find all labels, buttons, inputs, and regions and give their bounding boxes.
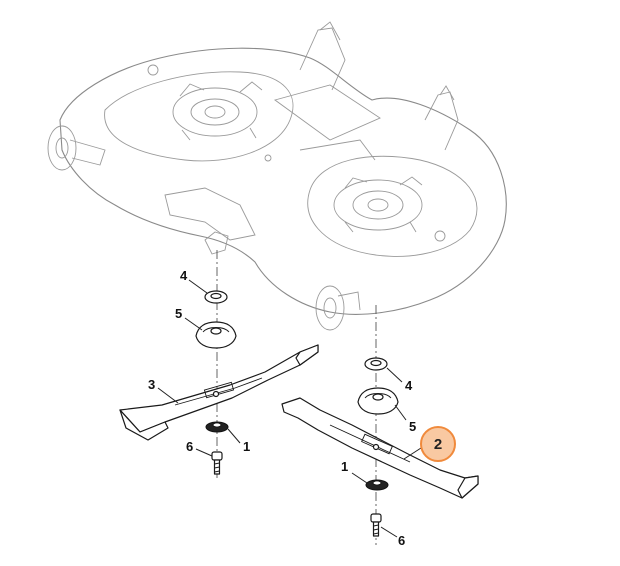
- callout-5-left: 5: [175, 306, 182, 321]
- bolt-left: [211, 451, 223, 475]
- highlighted-callout-2[interactable]: 2: [420, 426, 456, 462]
- highlight-circle[interactable]: [420, 426, 456, 462]
- cup-washer-left: [205, 421, 229, 433]
- callout-3: 3: [148, 377, 155, 392]
- washer-left: [204, 290, 228, 304]
- cup-washer-right: [365, 479, 389, 491]
- callout-6-left: 6: [186, 439, 193, 454]
- blade-left: [119, 344, 319, 441]
- mower-deck: [47, 21, 507, 331]
- callout-6-right: 6: [398, 533, 405, 548]
- callout-1-right: 1: [341, 459, 348, 474]
- leader-lines: [157, 279, 422, 538]
- callout-4-right: 4: [405, 378, 413, 393]
- callout-1-left: 1: [243, 439, 250, 454]
- callout-2[interactable]: 2: [434, 436, 442, 453]
- bolt-right: [370, 513, 382, 537]
- blade-right: [281, 397, 479, 499]
- blade-adapter-right: [357, 387, 399, 415]
- callout-5-right: 5: [409, 419, 416, 434]
- blade-adapter-left: [195, 321, 237, 349]
- washer-right: [364, 357, 388, 371]
- callout-4-left: 4: [180, 268, 188, 283]
